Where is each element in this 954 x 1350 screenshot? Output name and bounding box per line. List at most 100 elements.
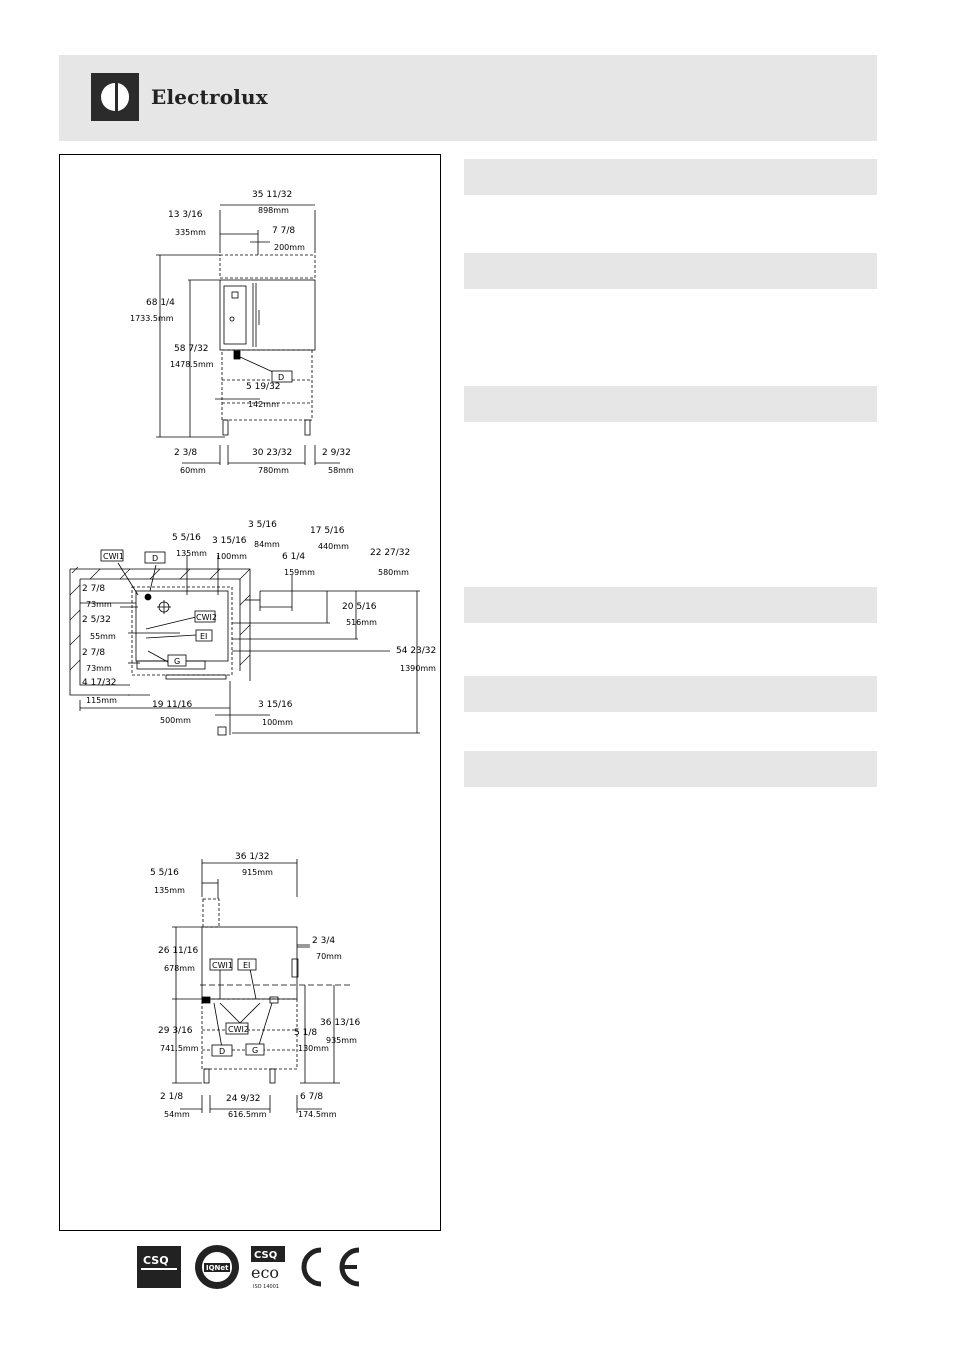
dim-frac: 54 23/32 — [396, 646, 436, 656]
dim-frac: 2 5/32 — [82, 615, 111, 625]
dim-frac: 58 7/32 — [174, 344, 209, 354]
technical-drawing-frame: 35 11/32 898mm 13 3/16 335mm 7 7/8 200mm… — [59, 154, 441, 1231]
dim-mm: 1478.5mm — [170, 360, 214, 369]
dim-frac: 3 15/16 — [258, 700, 293, 710]
dim-mm: 616.5mm — [228, 1110, 267, 1119]
dim-frac: 68 1/4 — [146, 298, 175, 308]
dim-mm: 516mm — [346, 618, 377, 627]
gas-label: G — [174, 657, 180, 666]
cwi1-label: CWI1 — [212, 961, 233, 970]
header-band: Electrolux — [59, 55, 877, 141]
dim-mm: 159mm — [284, 568, 315, 577]
dim-frac: 7 7/8 — [272, 226, 295, 236]
dim-frac: 5 5/16 — [150, 868, 179, 878]
dim-frac: 36 1/32 — [235, 852, 270, 862]
dim-mm: 142mm — [248, 400, 279, 409]
dim-frac: 36 13/16 — [320, 1018, 361, 1028]
drain-label: D — [219, 1047, 225, 1056]
dim-frac: 5 5/16 — [172, 533, 201, 543]
eco-text: eco — [251, 1263, 279, 1282]
certification-logos: CSQ IQNet CSQ eco ISO 14001 — [137, 1244, 367, 1290]
csq-text: CSQ — [143, 1254, 169, 1267]
cwi2-label: CWI2 — [196, 613, 217, 622]
cwi2-label: CWI2 — [228, 1025, 249, 1034]
dim-frac: 24 9/32 — [226, 1094, 261, 1104]
electrolux-logo-icon — [91, 73, 139, 121]
top-view — [69, 555, 420, 736]
dim-mm: 915mm — [242, 868, 273, 877]
dim-frac: 30 23/32 — [252, 448, 292, 458]
dim-frac: 3 15/16 — [212, 536, 247, 546]
cwi1-label: CWI1 — [103, 552, 124, 561]
brand-name: Electrolux — [151, 85, 268, 109]
dim-mm: 54mm — [164, 1110, 190, 1119]
dim-frac: 26 11/16 — [158, 946, 199, 956]
dim-mm: 100mm — [262, 718, 293, 727]
dim-mm: 440mm — [318, 542, 349, 551]
section-bar-5 — [464, 676, 877, 712]
top-view-labels: 5 5/16 135mm 3 15/16 100mm 3 5/16 84mm 1… — [82, 520, 436, 727]
iso-text: ISO 14001 — [253, 1284, 279, 1290]
dim-frac: 22 27/32 — [370, 548, 410, 558]
iqnet-logo-icon: IQNet — [195, 1245, 239, 1289]
gas-label: G — [252, 1046, 258, 1055]
dim-frac: 2 3/4 — [312, 936, 335, 946]
dim-frac: 13 3/16 — [168, 210, 203, 220]
dim-frac: 2 1/8 — [160, 1092, 183, 1102]
dim-mm: 898mm — [258, 206, 289, 215]
side-view — [172, 859, 350, 1113]
dim-frac: 5 1/8 — [294, 1028, 317, 1038]
dim-mm: 70mm — [316, 952, 342, 961]
dim-frac: 20 5/16 — [342, 602, 377, 612]
dim-mm: 200mm — [274, 243, 305, 252]
section-bar-3 — [464, 386, 877, 422]
dim-mm: 935mm — [326, 1036, 357, 1045]
ce-mark-icon — [301, 1247, 360, 1287]
csq-eco-text: CSQ — [254, 1250, 277, 1261]
dim-mm: 1390mm — [400, 664, 436, 673]
section-bar-1 — [464, 159, 877, 195]
csq-eco-logo-icon: CSQ eco ISO 14001 — [251, 1246, 285, 1290]
dim-frac: 6 7/8 — [300, 1092, 323, 1102]
dim-mm: 741.5mm — [160, 1044, 199, 1053]
ei-label: EI — [200, 632, 207, 641]
dim-mm: 135mm — [176, 549, 207, 558]
dim-frac: 3 5/16 — [248, 520, 277, 530]
dim-frac: 5 19/32 — [246, 382, 281, 392]
drain-label: D — [152, 554, 158, 563]
front-view — [156, 204, 340, 465]
dim-frac: 2 7/8 — [82, 584, 105, 594]
dim-mm: 135mm — [154, 886, 185, 895]
dim-mm: 174.5mm — [298, 1110, 337, 1119]
front-view-labels: 35 11/32 898mm 13 3/16 335mm 7 7/8 200mm… — [130, 190, 354, 475]
dim-frac: 6 1/4 — [282, 552, 305, 562]
dim-mm: 84mm — [254, 540, 280, 549]
dim-frac: 4 17/32 — [82, 678, 117, 688]
drain-label: D — [278, 373, 284, 382]
section-bar-4 — [464, 587, 877, 623]
dim-frac: 35 11/32 — [252, 190, 292, 200]
dim-frac: 2 7/8 — [82, 648, 105, 658]
dim-mm: 500mm — [160, 716, 191, 725]
csq-logo-icon: CSQ — [137, 1246, 181, 1288]
dim-mm: 73mm — [86, 664, 112, 673]
dim-mm: 100mm — [216, 552, 247, 561]
side-view-labels: 36 1/32 915mm 5 5/16 135mm 26 11/16 678m… — [150, 852, 361, 1119]
dimension-drawing: 35 11/32 898mm 13 3/16 335mm 7 7/8 200mm… — [69, 190, 436, 1119]
dim-mm: 58mm — [328, 466, 354, 475]
dim-mm: 73mm — [86, 600, 112, 609]
dim-frac: 2 9/32 — [322, 448, 351, 458]
section-bar-6 — [464, 751, 877, 787]
dim-mm: 55mm — [90, 632, 116, 641]
dim-mm: 335mm — [175, 228, 206, 237]
dim-mm: 678mm — [164, 964, 195, 973]
iqnet-text: IQNet — [206, 1264, 229, 1272]
dim-mm: 580mm — [378, 568, 409, 577]
dim-mm: 780mm — [258, 466, 289, 475]
dim-frac: 29 3/16 — [158, 1026, 193, 1036]
dim-frac: 17 5/16 — [310, 526, 345, 536]
ei-label: EI — [243, 961, 250, 970]
dim-mm: 115mm — [86, 696, 117, 705]
section-bar-2 — [464, 253, 877, 289]
dim-mm: 60mm — [180, 466, 206, 475]
